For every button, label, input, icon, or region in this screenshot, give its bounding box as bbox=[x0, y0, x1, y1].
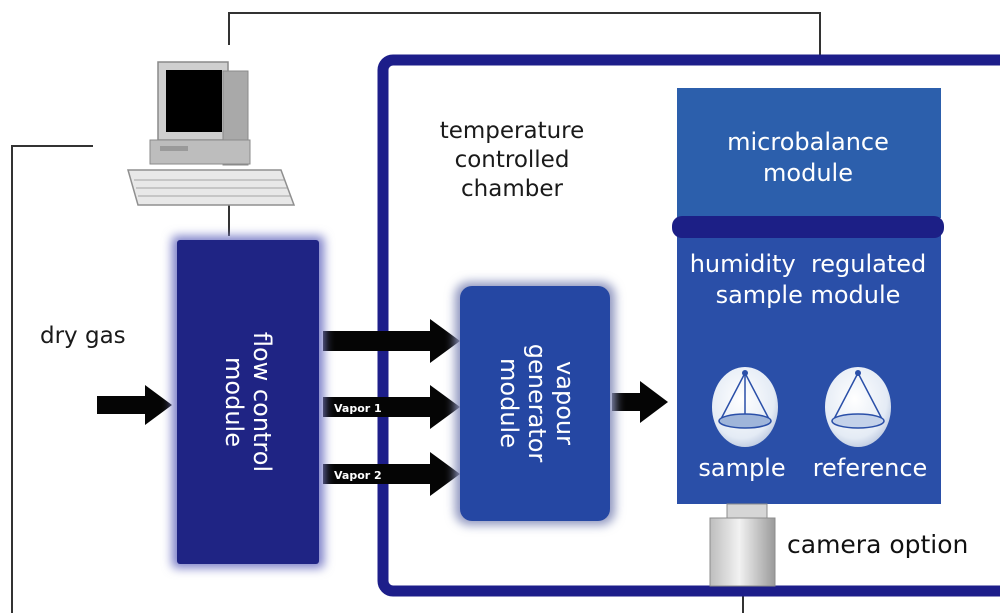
right-arrow-icon bbox=[323, 385, 460, 429]
flow-control-module bbox=[177, 240, 319, 564]
humidity-label-line1: humidity regulated bbox=[690, 250, 927, 278]
right-arrow-icon bbox=[323, 319, 460, 363]
vapour-generator-module bbox=[460, 286, 610, 521]
right-arrow-icon bbox=[323, 452, 460, 496]
vapor-1-label: Vapor 1 bbox=[334, 402, 382, 415]
wire-left-loop bbox=[11, 145, 93, 613]
dry-gas-label: dry gas bbox=[40, 323, 126, 349]
wire-computer-to-microbalance bbox=[228, 12, 821, 88]
sample-pan-icon bbox=[712, 367, 778, 447]
reference-pan-icon bbox=[825, 367, 891, 447]
flow-arrows bbox=[97, 319, 668, 496]
vapour-generator-label-line3: module bbox=[495, 358, 523, 448]
vapour-generator-label-line1: vapour bbox=[551, 361, 579, 445]
right-arrow-icon bbox=[97, 385, 172, 425]
flow-control-label-line2: module bbox=[220, 357, 248, 447]
humidity-sample-module bbox=[677, 230, 941, 504]
microbalance-label-line1: microbalance bbox=[727, 128, 889, 156]
vapour-generator-label-line2: generator bbox=[523, 344, 551, 463]
chamber-label-line1: temperature bbox=[440, 118, 585, 144]
chamber-label-line2: controlled bbox=[455, 147, 570, 173]
flow-control-label-line1: flow control bbox=[248, 332, 276, 472]
reference-label: reference bbox=[813, 454, 928, 482]
flow-control-label: flow control module bbox=[220, 332, 276, 472]
microbalance-module bbox=[677, 88, 941, 218]
chamber-label-line3: chamber bbox=[461, 176, 563, 202]
desktop-computer-icon bbox=[127, 61, 296, 206]
chamber-label: temperature controlled chamber bbox=[440, 118, 585, 202]
right-arrow-icon bbox=[612, 381, 668, 423]
humidity-label-line2: sample module bbox=[716, 281, 901, 309]
module-divider-bar bbox=[672, 216, 944, 238]
sample-label: sample bbox=[698, 454, 785, 482]
camera-icon bbox=[709, 503, 776, 587]
vapour-generator-label: vapour generator module bbox=[495, 344, 579, 463]
camera-option-label: camera option bbox=[787, 530, 968, 559]
vapor-2-label: Vapor 2 bbox=[334, 469, 382, 482]
microbalance-label-line2: module bbox=[763, 159, 853, 187]
